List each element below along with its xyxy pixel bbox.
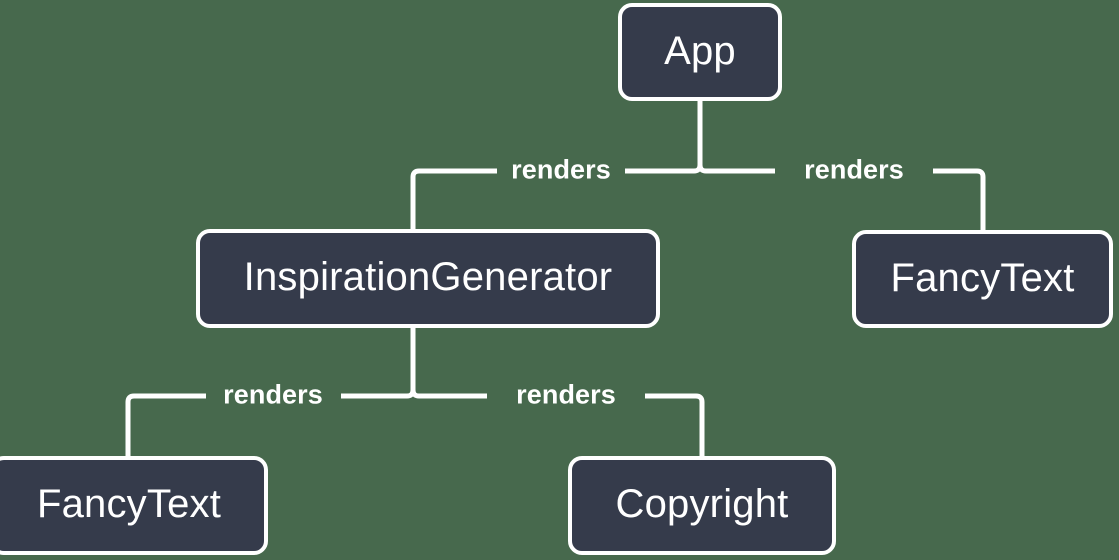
- edge-label-inspiration-generator-to-copyright: renders: [516, 379, 616, 410]
- node-inspiration-generator[interactable]: InspirationGenerator: [196, 229, 660, 328]
- node-inspiration-generator-label: InspirationGenerator: [243, 255, 613, 299]
- node-fancytext-right[interactable]: FancyText: [852, 230, 1113, 328]
- node-copyright[interactable]: Copyright: [568, 456, 836, 555]
- node-copyright-label: Copyright: [615, 482, 789, 526]
- edge-app-to-fancytext-right: [697, 164, 986, 230]
- node-fancytext-right-label: FancyText: [890, 255, 1075, 300]
- node-fancytext-bottom[interactable]: FancyText: [0, 456, 268, 555]
- node-app[interactable]: App: [618, 3, 782, 101]
- edge-label-inspiration-generator-to-fancytext-bottom: renders: [223, 379, 323, 410]
- edge-label-app-to-fancytext-right: renders: [804, 154, 904, 185]
- edge-inspiration-generator-to-copyright: [410, 389, 705, 456]
- node-app-label: App: [664, 28, 736, 73]
- node-fancytext-bottom-label: FancyText: [36, 482, 222, 526]
- edge-label-app-to-inspiration-generator: renders: [511, 154, 611, 185]
